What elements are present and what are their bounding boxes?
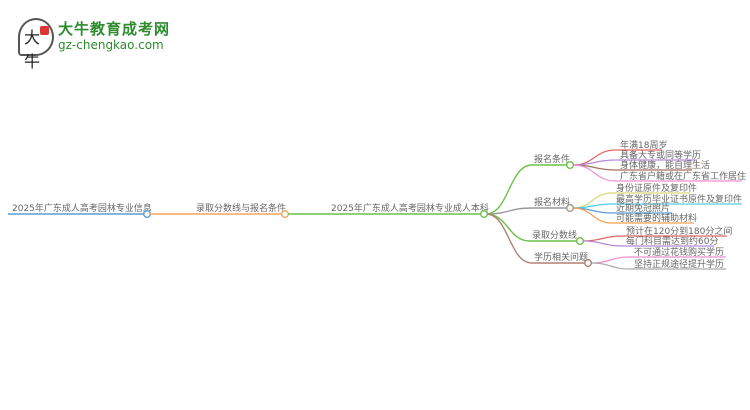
branch-node-label[interactable]: 学历相关问题	[534, 251, 588, 263]
branch-connector	[485, 164, 533, 215]
logo-title: 大牛教育成考网	[58, 20, 171, 38]
leaf-connector	[590, 262, 631, 270]
leaf-connector	[572, 203, 613, 209]
branch-node-toggle[interactable]	[576, 236, 585, 245]
leaf-node-label[interactable]: 预计在120分到180分之间	[626, 225, 732, 237]
leaf-node-label[interactable]: 每门科目需达到约60分	[626, 235, 718, 247]
root-node-label[interactable]: 2025年广东成人高考园林专业信息	[12, 202, 152, 214]
leaf-node-label[interactable]: 坚持正规途径提升学历	[634, 258, 724, 270]
branch-node-label[interactable]: 报名材料	[534, 196, 570, 208]
leaf-node-label[interactable]: 广东省户籍或在广东省工作居住	[620, 170, 746, 182]
leaf-node-label[interactable]: 最高学历毕业证书原件及复印件	[616, 193, 742, 205]
leaf-connector	[572, 164, 617, 182]
level1-node-toggle[interactable]	[281, 209, 290, 218]
branch-node-label[interactable]: 报名条件	[534, 153, 570, 165]
branch-node-toggle[interactable]	[566, 160, 575, 169]
leaf-node-label[interactable]: 年满18周岁	[620, 139, 667, 151]
leaf-node-label[interactable]: 不可通过花钱购买学历	[634, 246, 724, 258]
leaf-node-label[interactable]: 身份证原件及复印件	[616, 182, 697, 194]
branch-node-toggle[interactable]	[566, 203, 575, 212]
leaf-connector	[572, 159, 617, 166]
leaf-connector	[572, 207, 613, 224]
leaf-node-label[interactable]: 可能需要的辅助材料	[616, 212, 697, 224]
leaf-connector	[590, 256, 631, 264]
branch-node-label[interactable]: 录取分数线	[532, 229, 577, 241]
leaf-node-label[interactable]: 近期免冠照片	[616, 202, 670, 214]
logo-mark-text: 大牛	[24, 28, 41, 71]
level2-node-toggle[interactable]	[480, 209, 489, 218]
leaf-node-label[interactable]: 身体健康，能自理生活	[620, 159, 710, 171]
logo-mark-icon: 大牛	[18, 18, 54, 71]
branch-node-toggle[interactable]	[584, 259, 593, 268]
leaf-connector	[582, 235, 623, 242]
level2-node-label[interactable]: 2025年广东成人高考园林专业成人本科	[331, 202, 489, 214]
level1-node-label[interactable]: 录取分数线与报名条件	[196, 202, 286, 214]
branch-connector	[485, 213, 533, 264]
logo: 大牛 大牛教育成考网 gz-chengkao.com	[18, 18, 198, 71]
leaf-node-label[interactable]: 具备大专或同等学历	[620, 149, 701, 161]
logo-seal-icon	[40, 26, 49, 35]
branch-connector	[485, 207, 533, 215]
leaf-connector	[582, 240, 623, 247]
root-node-toggle[interactable]	[142, 209, 151, 218]
logo-url: gz-chengkao.com	[58, 38, 164, 52]
